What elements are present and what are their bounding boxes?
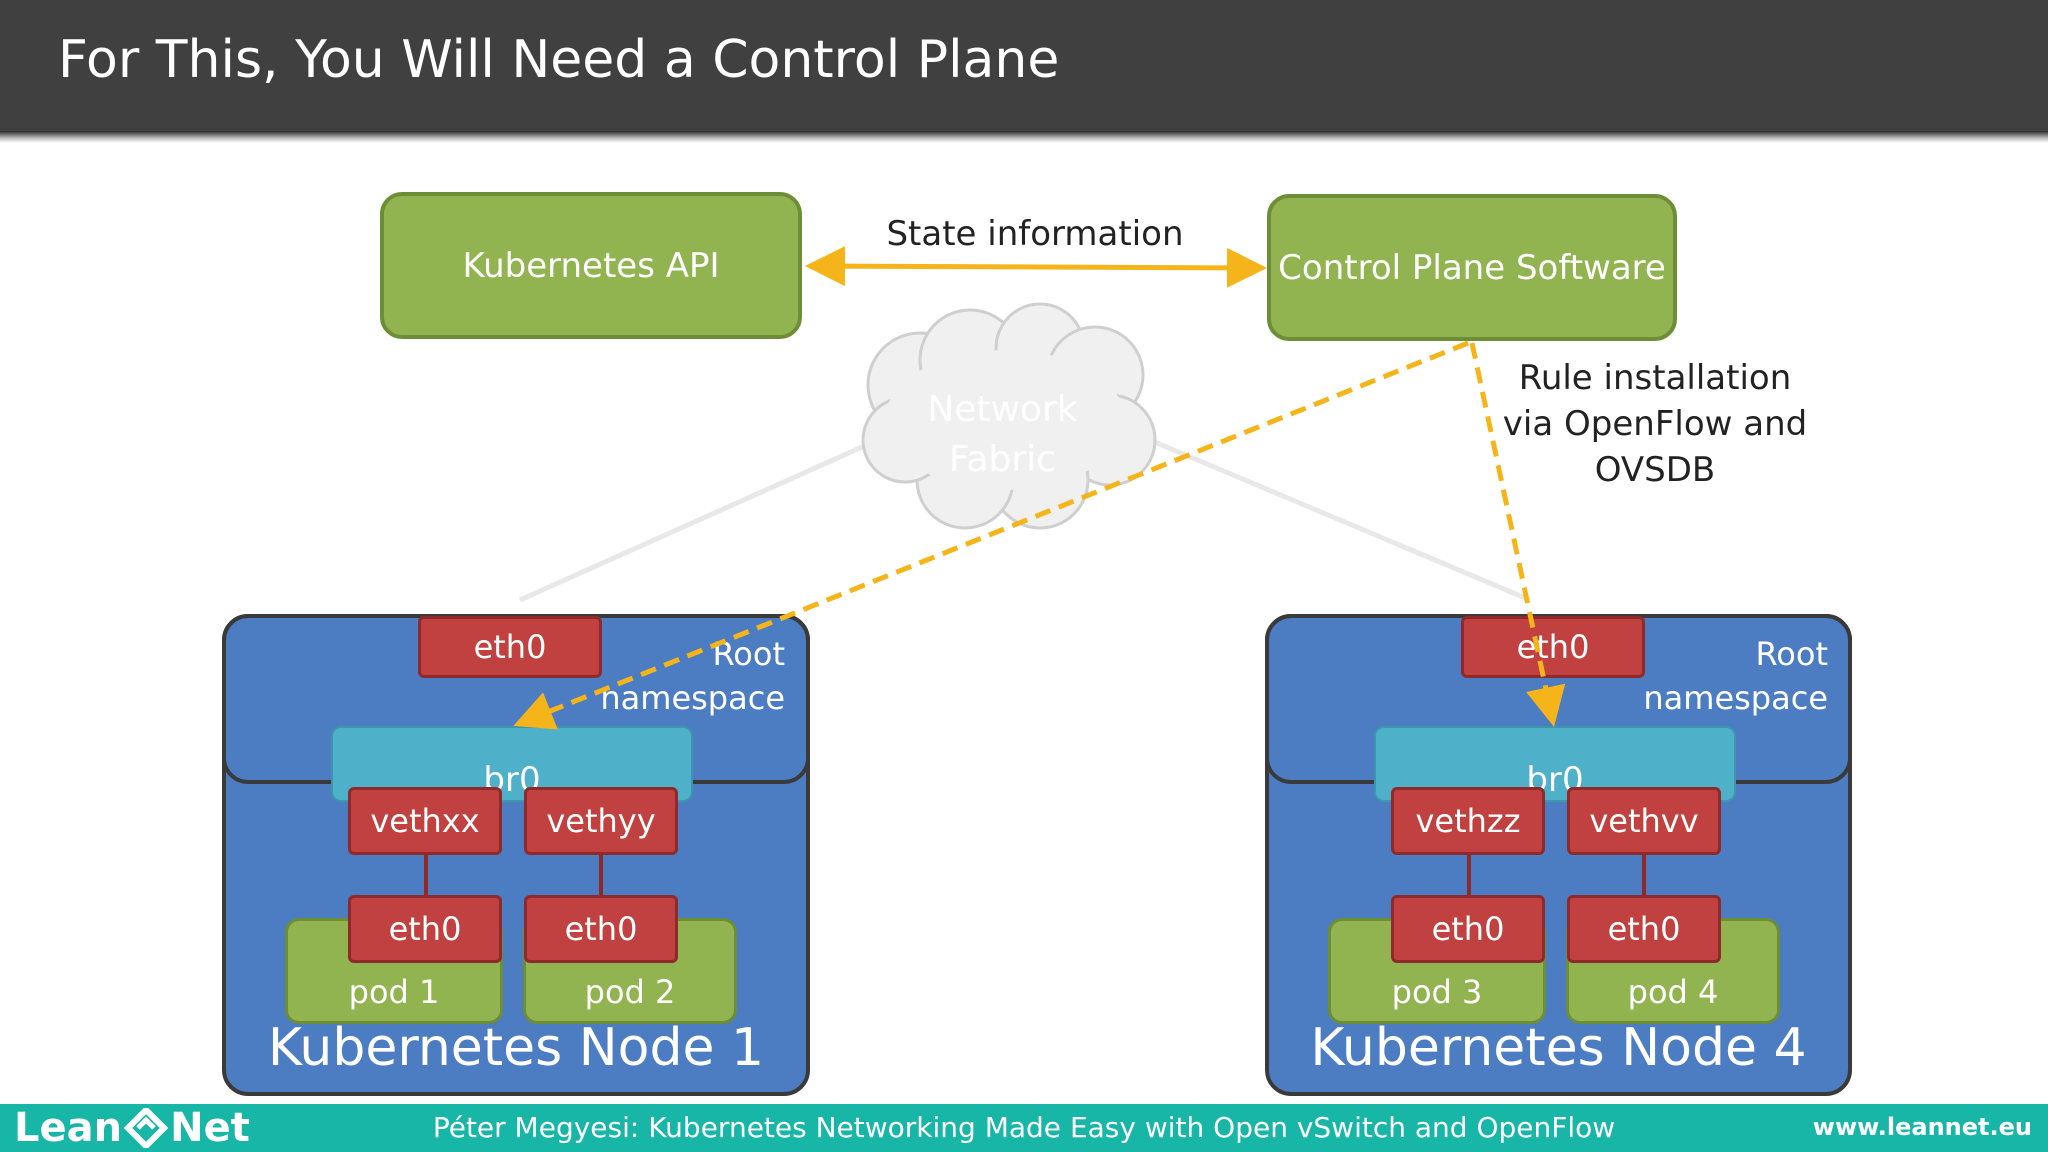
footer-credit: Péter Megyesi: Kubernetes Networking Mad… <box>432 1111 1616 1144</box>
rule-line-1: Rule installation <box>1518 358 1792 398</box>
slide-title: For This, You Will Need a Control Plane <box>58 30 1060 90</box>
namespace-label-4: namespace <box>1643 679 1828 717</box>
node4-label: Kubernetes Node 4 <box>1310 1018 1807 1078</box>
node1-eth0: eth0 <box>418 616 602 678</box>
node4-pod-4: pod 4 <box>1566 918 1780 1024</box>
node1-vethyy: vethyy <box>524 787 678 855</box>
cloud-label-line2: Fabric <box>949 439 1056 480</box>
rule-installation-label: Rule installation via OpenFlow and OVSDB <box>1490 355 1820 493</box>
header-shadow <box>0 131 2048 143</box>
node4-vethzz: vethzz <box>1391 787 1545 855</box>
node1-pod2-eth0: eth0 <box>524 895 678 963</box>
node4-link-a <box>1467 852 1471 897</box>
state-information-arrow <box>805 246 1267 288</box>
node1-link-a <box>424 852 428 897</box>
node4-eth0: eth0 <box>1461 616 1645 678</box>
slide-header <box>0 0 2048 131</box>
kubernetes-api-box: Kubernetes API <box>380 192 802 339</box>
slide-footer <box>0 1104 2048 1152</box>
rule-line-3: OVSDB <box>1594 450 1716 490</box>
node1-label: Kubernetes Node 1 <box>267 1018 765 1078</box>
node1-pod1-eth0: eth0 <box>348 895 502 963</box>
node4-pod3-eth0: eth0 <box>1391 895 1545 963</box>
control-plane-label: Control Plane Software <box>1278 247 1666 288</box>
cloud-label-line1: Network <box>927 389 1078 430</box>
rule-arrow-node-1 <box>513 340 1469 730</box>
leannet-logo: Lean Net <box>14 1104 250 1152</box>
node4-link-b <box>1642 852 1646 897</box>
leannet-logo-icon <box>124 1108 169 1148</box>
node1-vethxx: vethxx <box>348 787 502 855</box>
node4-vethvv: vethvv <box>1567 787 1721 855</box>
node4-pod4-eth0: eth0 <box>1567 895 1721 963</box>
control-plane-box: Control Plane Software <box>1267 194 1677 341</box>
rule-line-2: via OpenFlow and <box>1502 404 1808 444</box>
cloud-label: Network Fabric <box>900 385 1105 485</box>
node1-link-b <box>599 852 603 897</box>
root-namespace-label-node-4: Root namespace <box>1603 632 1828 720</box>
namespace-label-1: namespace <box>600 679 785 717</box>
root-label-4: Root <box>1755 635 1829 673</box>
root-namespace-label-node-1: Root namespace <box>560 632 785 720</box>
kubernetes-api-label: Kubernetes API <box>462 245 720 286</box>
logo-text-lean: Lean <box>14 1105 123 1151</box>
footer-url[interactable]: www.leannet.eu <box>1812 1113 2032 1141</box>
logo-text-net: Net <box>170 1105 250 1151</box>
rule-arrow-node-4 <box>1469 342 1566 727</box>
